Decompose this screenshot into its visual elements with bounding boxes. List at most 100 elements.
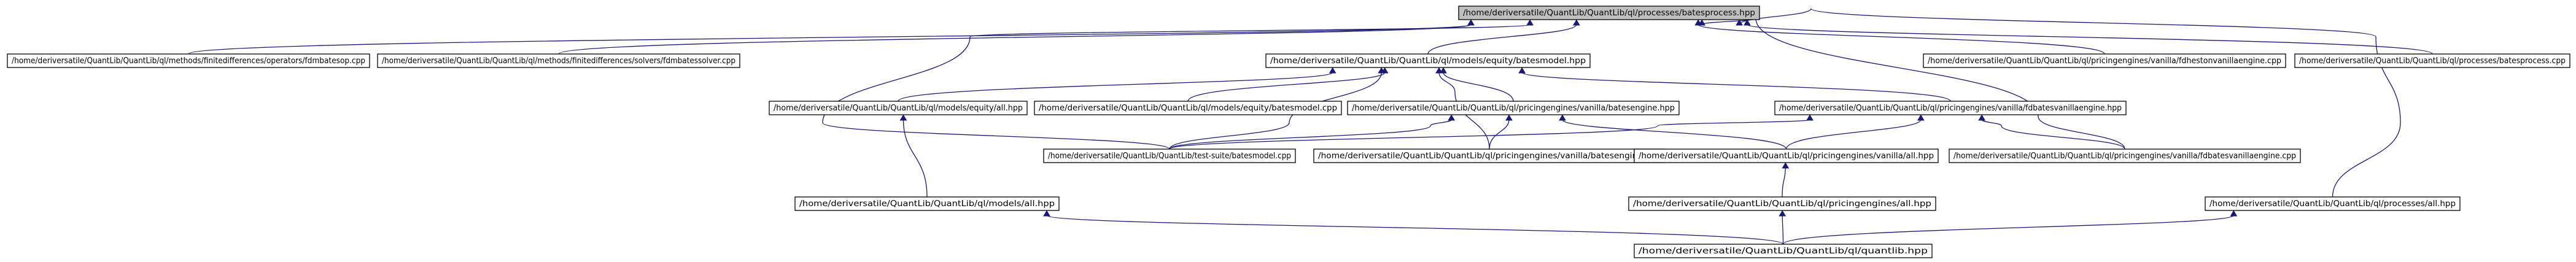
dependency-edge <box>1046 215 1784 245</box>
file-node-box <box>1923 53 2286 68</box>
file-node-label: /home/deriversatile/QuantLib/QuantLib/ql… <box>774 103 1023 113</box>
dependency-edge <box>558 24 1472 55</box>
file-node[interactable]: /home/deriversatile/QuantLib/QuantLib/ql… <box>1634 148 1939 163</box>
file-node[interactable]: /home/deriversatile/QuantLib/QuantLib/ql… <box>1923 53 2286 68</box>
file-node-label: /home/deriversatile/QuantLib/QuantLib/te… <box>1048 151 1291 161</box>
arrowhead-icon <box>1744 19 1751 26</box>
file-node-box <box>769 101 1028 115</box>
arrowhead-icon <box>1782 162 1790 169</box>
file-node-label: /home/deriversatile/QuantLib/QuantLib/ql… <box>1352 103 1675 113</box>
file-node-box <box>794 196 1060 211</box>
file-node-label: /home/deriversatile/QuantLib/QuantLib/ql… <box>1639 151 1934 161</box>
file-node-label: /home/deriversatile/QuantLib/QuantLib/ql… <box>2209 199 2456 209</box>
dependency-edge <box>1562 119 1787 150</box>
file-node-label: /home/deriversatile/QuantLib/QuantLib/ql… <box>1779 103 2122 113</box>
file-node-box <box>1634 148 1939 163</box>
arrowhead-icon <box>1440 67 1447 74</box>
file-node[interactable]: /home/deriversatile/QuantLib/QuantLib/ql… <box>2294 53 2570 68</box>
file-node-label: /home/deriversatile/QuantLib/QuantLib/ql… <box>1633 199 1931 209</box>
file-node-box <box>2294 53 2570 68</box>
dependency-edge <box>188 24 1472 55</box>
file-node-box <box>1949 148 2301 163</box>
arrowhead-icon <box>1467 19 1475 26</box>
arrowhead-icon <box>1043 210 1050 217</box>
file-node-box <box>1634 244 1933 258</box>
dependency-edge <box>1169 72 1382 150</box>
file-node-box <box>1774 101 2127 115</box>
arrowhead-icon <box>1526 19 1534 26</box>
file-node[interactable]: /home/deriversatile/QuantLib/QuantLib/ql… <box>1347 101 1680 115</box>
file-node[interactable]: /home/deriversatile/QuantLib/QuantLib/ql… <box>2205 196 2461 211</box>
file-node-label: /home/deriversatile/QuantLib/QuantLib/ql… <box>382 56 735 66</box>
dependency-edge <box>1782 167 1786 198</box>
arrowhead-icon <box>1978 114 1985 121</box>
dependency-edge <box>1782 215 1784 245</box>
file-node-label: /home/deriversatile/QuantLib/QuantLib/ql… <box>1928 56 2281 66</box>
arrowhead-icon <box>899 114 907 121</box>
arrowhead-icon <box>1518 67 1526 74</box>
dependency-edge <box>902 119 928 198</box>
file-node-label: /home/deriversatile/QuantLib/QuantLib/ql… <box>1270 56 1586 66</box>
file-node-box <box>1034 101 1342 115</box>
edge-layer <box>188 8 2433 245</box>
dependency-edge <box>1981 119 2125 150</box>
file-node[interactable]: /home/deriversatile/QuantLib/QuantLib/ql… <box>7 53 370 68</box>
file-node-box <box>1265 53 1591 68</box>
file-node[interactable]: /home/deriversatile/QuantLib/QuantLib/ql… <box>377 53 740 68</box>
file-node-label: /home/deriversatile/QuantLib/QuantLib/ql… <box>2299 56 2566 66</box>
dependency-edge <box>1443 72 1514 102</box>
dependency-edge <box>1782 215 2235 245</box>
file-node-label: /home/deriversatile/QuantLib/QuantLib/ql… <box>1463 8 1755 18</box>
file-node[interactable]: /home/deriversatile/QuantLib/QuantLib/ql… <box>1313 148 1666 163</box>
file-node-label: /home/deriversatile/QuantLib/QuantLib/ql… <box>1318 151 1661 161</box>
node-layer: /home/deriversatile/QuantLib/QuantLib/ql… <box>7 6 2570 258</box>
dependency-edge <box>1739 8 2401 198</box>
dependency-edge <box>1187 72 1386 102</box>
arrowhead-icon <box>1736 19 1744 26</box>
arrowhead-icon <box>1378 67 1386 74</box>
file-node-label: /home/deriversatile/QuantLib/QuantLib/ql… <box>799 199 1055 209</box>
arrowhead-icon <box>2230 210 2238 217</box>
dependency-edge <box>1785 119 1922 150</box>
arrowhead-icon <box>1573 19 1580 26</box>
dependency-edge <box>1489 119 1510 150</box>
file-node[interactable]: /home/deriversatile/QuantLib/QuantLib/ql… <box>1774 101 2127 115</box>
arrowhead-icon <box>1505 114 1513 121</box>
file-node-box <box>2205 196 2461 211</box>
file-node-box <box>1043 148 1296 163</box>
arrowhead-icon <box>1917 114 1925 121</box>
dependency-edge <box>1169 119 1810 150</box>
dependency-edge <box>1697 24 2105 55</box>
file-node[interactable]: /home/deriversatile/QuantLib/QuantLib/te… <box>1043 148 1296 163</box>
file-node-label: /home/deriversatile/QuantLib/QuantLib/ql… <box>1039 103 1337 113</box>
arrowhead-icon <box>1559 114 1566 121</box>
file-node[interactable]: /home/deriversatile/QuantLib/QuantLib/ql… <box>1949 148 2301 163</box>
file-node-box <box>1628 196 1936 211</box>
file-node[interactable]: /home/deriversatile/QuantLib/QuantLib/ql… <box>1634 244 1933 258</box>
file-node-box <box>1458 6 1760 20</box>
file-node[interactable]: /home/deriversatile/QuantLib/QuantLib/ql… <box>794 196 1060 211</box>
arrowhead-icon <box>1698 19 1706 26</box>
root-file-node[interactable]: /home/deriversatile/QuantLib/QuantLib/ql… <box>1458 6 1760 20</box>
arrowhead-icon <box>1779 210 1787 217</box>
dependency-edge <box>1747 24 2433 55</box>
file-node-box <box>377 53 740 68</box>
file-node[interactable]: /home/deriversatile/QuantLib/QuantLib/ql… <box>1034 101 1342 115</box>
file-node[interactable]: /home/deriversatile/QuantLib/QuantLib/ql… <box>1265 53 1591 68</box>
dependency-edge <box>822 24 1530 150</box>
dependency-edge <box>1438 72 1490 150</box>
file-node[interactable]: /home/deriversatile/QuantLib/QuantLib/ql… <box>1628 196 1936 211</box>
dependency-edge <box>1521 72 1951 102</box>
file-node-label: /home/deriversatile/QuantLib/QuantLib/ql… <box>1639 246 1928 256</box>
dependency-edge <box>898 72 1333 102</box>
file-node-label: /home/deriversatile/QuantLib/QuantLib/ql… <box>1953 151 2296 161</box>
file-node-label: /home/deriversatile/QuantLib/QuantLib/ql… <box>12 56 365 66</box>
file-node[interactable]: /home/deriversatile/QuantLib/QuantLib/ql… <box>769 101 1028 115</box>
dependency-edge <box>1169 119 1452 150</box>
arrowhead-icon <box>1806 114 1814 121</box>
arrowhead-icon <box>1329 67 1336 74</box>
arrowhead-icon <box>1435 67 1443 74</box>
dependency-edge <box>1427 24 1577 55</box>
file-node-box <box>7 53 370 68</box>
